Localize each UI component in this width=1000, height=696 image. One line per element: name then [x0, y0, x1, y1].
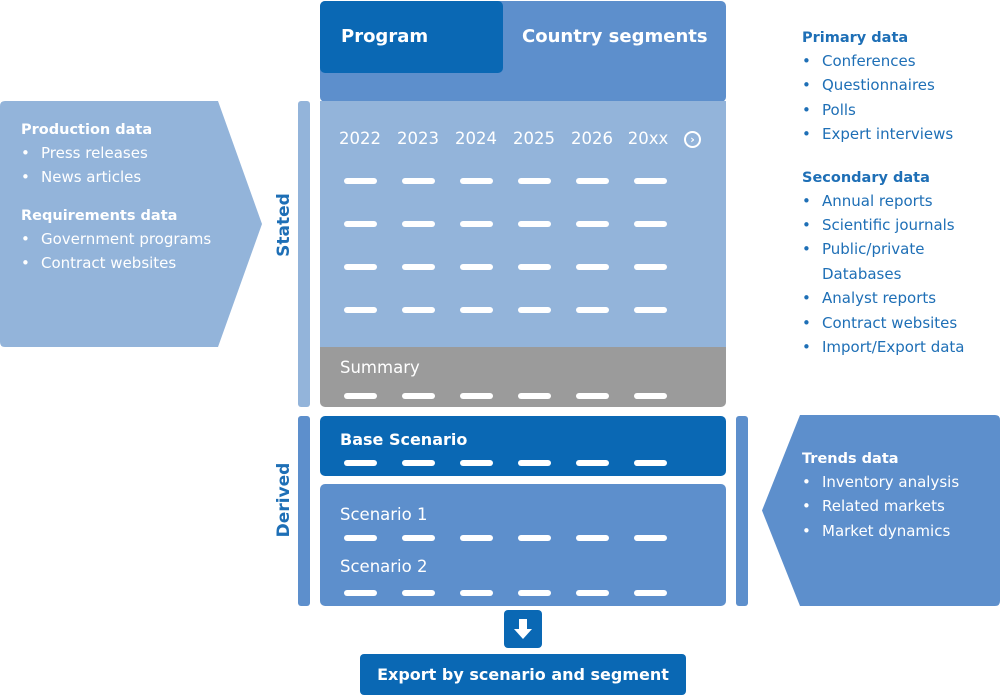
list-item: Contract websites: [21, 251, 251, 275]
arrow-down-icon: [504, 610, 542, 648]
stated-placeholder-dash: [402, 178, 435, 184]
base-scenario-placeholder-dash: [518, 460, 551, 466]
summary-placeholder-dash: [344, 393, 377, 399]
base-scenario-placeholder-dash: [634, 460, 667, 466]
list-item: Analyst reports: [802, 286, 1000, 311]
scenario-2-placeholder-dash: [344, 590, 377, 596]
summary-placeholder-dash: [460, 393, 493, 399]
stated-placeholder-dash: [518, 307, 551, 313]
stated-placeholder-dash: [634, 264, 667, 270]
base-scenario-placeholder-dash: [576, 460, 609, 466]
list-item: Expert interviews: [802, 122, 1000, 147]
scenario-2-placeholder-dash: [518, 590, 551, 596]
scenario-1-placeholder-dash: [634, 535, 667, 541]
list-item: Related markets: [802, 494, 1000, 519]
list-item: Annual reports: [802, 189, 1000, 214]
list-item: Contract websites: [802, 311, 1000, 336]
stated-placeholder-dash: [402, 307, 435, 313]
year-label: 2025: [513, 129, 555, 148]
list-item: Government programs: [21, 227, 251, 251]
summary-placeholder-dash: [402, 393, 435, 399]
trends-bar: [736, 416, 748, 606]
stated-placeholder-dash: [518, 178, 551, 184]
stated-placeholder-dash: [402, 221, 435, 227]
program-tab-label: Program: [341, 26, 429, 47]
list-item: Inventory analysis: [802, 470, 1000, 495]
stated-placeholder-dash: [344, 221, 377, 227]
program-tab[interactable]: [320, 1, 503, 73]
stated-placeholder-dash: [460, 178, 493, 184]
stated-placeholder-dash: [460, 221, 493, 227]
stated-placeholder-dash: [634, 178, 667, 184]
list-item: Scientific journals: [802, 213, 1000, 238]
primary-data-heading: Primary data: [802, 30, 909, 46]
base-scenario-panel: [320, 416, 726, 476]
left-source-list: Production data Press releases News arti…: [21, 119, 251, 275]
stated-placeholder-dash: [344, 178, 377, 184]
secondary-data-heading: Secondary data: [802, 169, 930, 186]
derived-bar: [298, 416, 310, 606]
year-label: 20xx: [627, 129, 669, 148]
summary-placeholder-dash: [518, 393, 551, 399]
scenario-2-placeholder-dash: [402, 590, 435, 596]
stated-placeholder-dash: [344, 264, 377, 270]
scenario-1-placeholder-dash: [344, 535, 377, 541]
summary-placeholder-dash: [634, 393, 667, 399]
list-item-continuation: Databases: [822, 264, 902, 283]
scenario-2-placeholder-dash: [460, 590, 493, 596]
base-scenario-label: Base Scenario: [340, 430, 468, 449]
scenario-1-label: Scenario 1: [340, 505, 428, 524]
list-item: Press releases: [21, 141, 251, 165]
summary-label: Summary: [340, 358, 420, 377]
year-label: 2024: [455, 129, 497, 148]
derived-label: Derived: [274, 462, 294, 538]
stated-placeholder-dash: [634, 221, 667, 227]
trends-data-heading: Trends data: [802, 451, 899, 467]
list-item: Questionnaires: [802, 73, 1000, 98]
list-item: Import/Export data: [802, 335, 1000, 360]
trends-list: Trends data Inventory analysis Related m…: [802, 448, 1000, 544]
stated-bar: [298, 101, 310, 407]
export-button[interactable]: Export by scenario and segment: [360, 654, 686, 695]
list-item: Polls: [802, 98, 1000, 123]
scenario-1-placeholder-dash: [402, 535, 435, 541]
chevron-right-icon[interactable]: ›: [684, 131, 701, 148]
stated-placeholder-dash: [518, 221, 551, 227]
year-label: 2022: [339, 129, 381, 148]
scenario-1-placeholder-dash: [518, 535, 551, 541]
stated-placeholder-dash: [576, 264, 609, 270]
scenario-1-placeholder-dash: [576, 535, 609, 541]
production-data-heading: Production data: [21, 122, 153, 138]
requirements-data-heading: Requirements data: [21, 208, 178, 224]
right-source-list: Primary data Conferences Questionnaires …: [802, 27, 1000, 360]
stated-placeholder-dash: [402, 264, 435, 270]
scenarios-panel: [320, 484, 726, 606]
summary-placeholder-dash: [576, 393, 609, 399]
base-scenario-placeholder-dash: [344, 460, 377, 466]
stated-placeholder-dash: [576, 307, 609, 313]
stated-placeholder-dash: [576, 221, 609, 227]
scenario-2-placeholder-dash: [576, 590, 609, 596]
stated-placeholder-dash: [576, 178, 609, 184]
stated-placeholder-dash: [460, 307, 493, 313]
scenario-2-label: Scenario 2: [340, 557, 428, 576]
base-scenario-placeholder-dash: [460, 460, 493, 466]
stated-label: Stated: [274, 193, 294, 257]
list-item: Conferences: [802, 49, 1000, 74]
base-scenario-placeholder-dash: [402, 460, 435, 466]
country-segments-tab[interactable]: Country segments: [522, 26, 708, 47]
year-label: 2026: [571, 129, 613, 148]
stated-placeholder-dash: [344, 307, 377, 313]
scenario-1-placeholder-dash: [460, 535, 493, 541]
scenario-2-placeholder-dash: [634, 590, 667, 596]
list-item: Public/private: [802, 237, 1000, 262]
stated-placeholder-dash: [634, 307, 667, 313]
stated-placeholder-dash: [460, 264, 493, 270]
year-label: 2023: [397, 129, 439, 148]
stated-placeholder-dash: [518, 264, 551, 270]
list-item: Market dynamics: [802, 519, 1000, 544]
list-item: News articles: [21, 165, 251, 189]
